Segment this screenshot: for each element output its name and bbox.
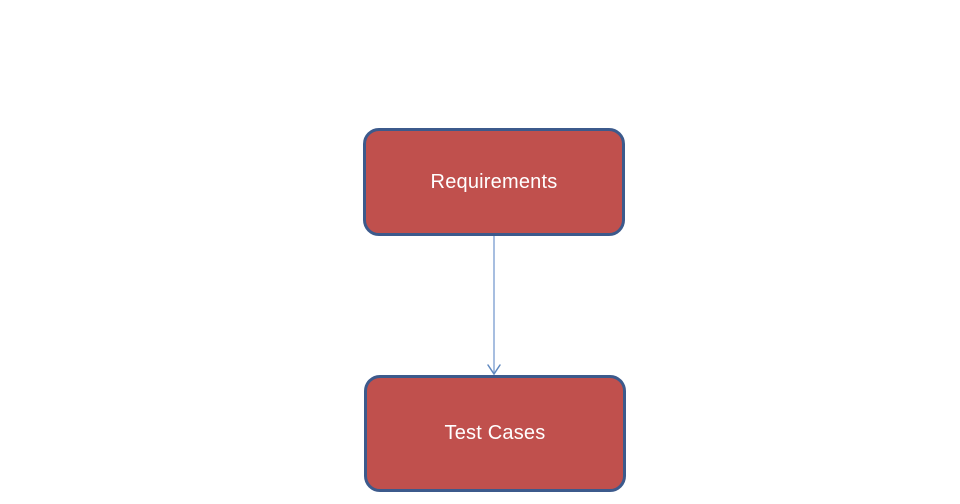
connector-arrow-down[interactable] [479, 236, 509, 377]
open-arrowhead-icon [487, 364, 501, 376]
node-requirements[interactable]: Requirements [363, 128, 625, 236]
node-requirements-label: Requirements [430, 170, 558, 193]
node-test-cases[interactable]: Test Cases [364, 375, 626, 492]
node-test-cases-label: Test Cases [444, 422, 546, 444]
